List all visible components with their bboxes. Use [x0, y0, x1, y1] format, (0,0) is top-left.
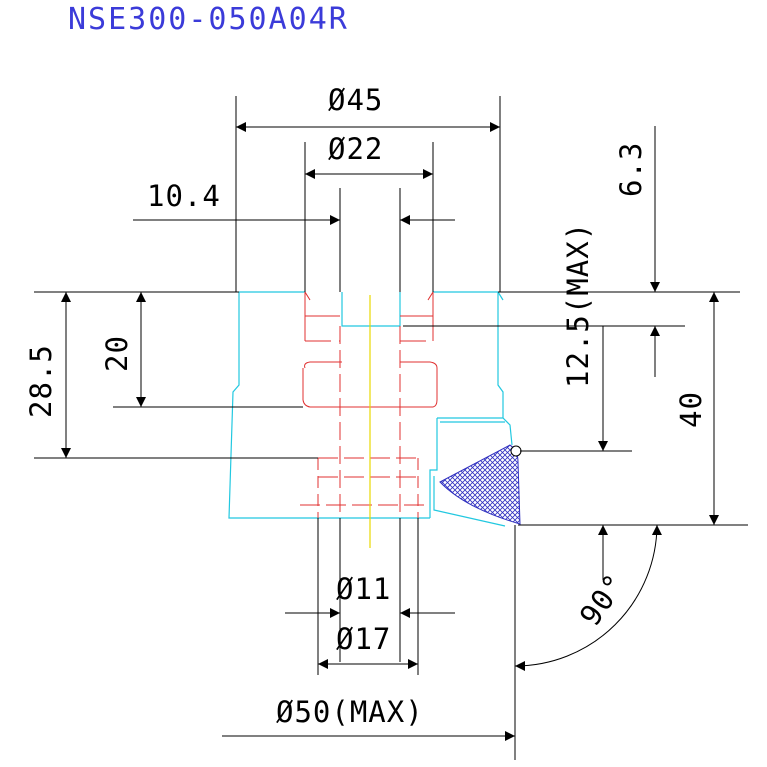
dim-height-20: 20 — [100, 335, 134, 372]
hidden-lines — [300, 291, 438, 518]
part-number-title: NSE300-050A04R — [68, 2, 349, 37]
dim-diameter-50-max: Ø50(MAX) — [276, 695, 424, 729]
dim-height-28-5: 28.5 — [24, 344, 58, 418]
dim-diameter-11: Ø11 — [336, 572, 391, 606]
dim-height-12-5-max: 12.5(MAX) — [561, 222, 595, 388]
dim-diameter-22: Ø22 — [328, 132, 383, 166]
dim-diameter-17: Ø17 — [336, 622, 391, 656]
seal-section — [439, 444, 521, 525]
dim-diameter-45: Ø45 — [328, 83, 383, 117]
dim-height-40: 40 — [674, 391, 708, 428]
seal-point-marker — [510, 445, 522, 457]
dim-angle-90: 90° — [573, 567, 633, 632]
dimension-lines — [34, 96, 748, 760]
part-outline — [228, 291, 513, 527]
dim-height-6-3: 6.3 — [614, 142, 648, 197]
dim-width-10-4: 10.4 — [147, 179, 221, 213]
